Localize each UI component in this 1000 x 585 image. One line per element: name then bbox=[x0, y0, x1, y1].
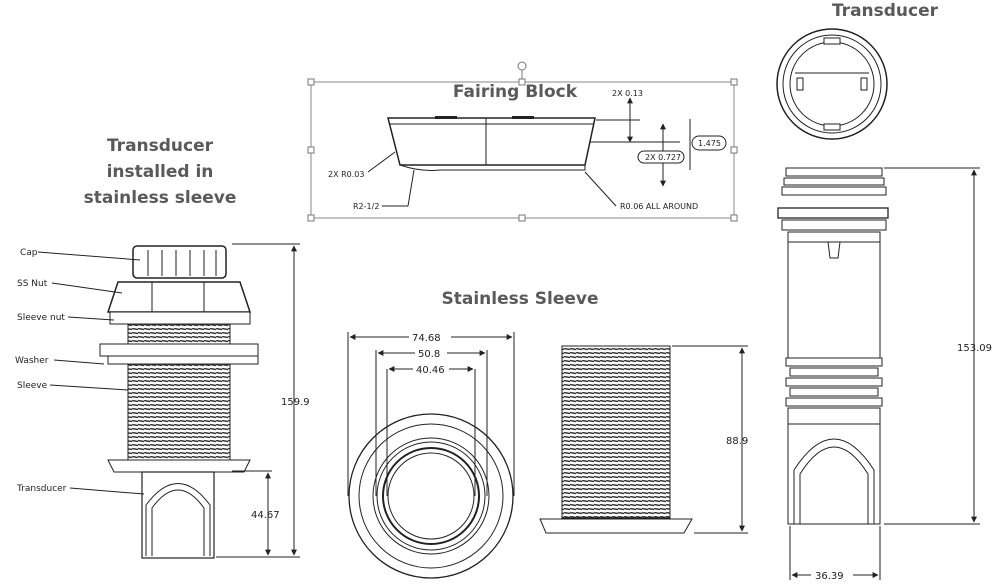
selection-handles bbox=[307, 78, 738, 222]
transducer-body bbox=[141, 471, 215, 559]
dim-2x-0727: 2X 0.727 bbox=[645, 153, 681, 162]
title-transducer-top: Transducer bbox=[831, 1, 939, 21]
rotate-handle bbox=[517, 61, 527, 71]
fairing-block-drawing: 2X 0.13 2X R0.03 2X 0.727 1.475 R2-1/2 R… bbox=[307, 61, 738, 222]
dim-2x-r003: 2X R0.03 bbox=[328, 170, 364, 179]
title-line-3: stainless sleeve bbox=[83, 188, 237, 208]
sleeve-thread bbox=[127, 363, 231, 461]
callout-sleeve-nut: Sleeve nut bbox=[17, 313, 65, 323]
dim-thread: 50.8 bbox=[418, 349, 440, 360]
callout-cap: Cap bbox=[20, 248, 38, 258]
fairing-block-shape bbox=[387, 117, 596, 166]
dim-transducer-length: 153.09 bbox=[957, 343, 992, 354]
dim-transducer: 44.67 bbox=[251, 510, 280, 521]
sleeve-flange bbox=[107, 459, 251, 473]
title-line-1: Transducer bbox=[106, 136, 214, 156]
dim-r006: R0.06 ALL AROUND bbox=[620, 202, 698, 211]
callout-washer: Washer bbox=[15, 356, 49, 366]
title-stainless-sleeve: Stainless Sleeve bbox=[441, 289, 599, 309]
callout-transducer: Transducer bbox=[16, 484, 67, 494]
title-fairing-block: Fairing Block bbox=[452, 82, 578, 102]
callout-ss-nut: SS Nut bbox=[17, 279, 48, 289]
assembly-drawing: Cap SS Nut Sleeve nut Washer Sleeve Tran… bbox=[15, 243, 310, 559]
dim-transducer-width: 36.39 bbox=[815, 571, 844, 582]
sleeve-side-view: 88.9 bbox=[539, 345, 748, 534]
dim-flange: 74.68 bbox=[412, 333, 441, 344]
cap bbox=[132, 245, 227, 279]
ss-nut bbox=[106, 281, 252, 313]
washer bbox=[99, 343, 259, 357]
title-transducer-installed: Transducer installed in stainless sleeve bbox=[70, 133, 250, 211]
title-line-2: installed in bbox=[106, 162, 214, 182]
dim-bore: 40.46 bbox=[416, 365, 445, 376]
dim-2x-013: 2X 0.13 bbox=[612, 89, 643, 98]
dim-sleeve-length: 88.9 bbox=[726, 436, 748, 447]
sleeve-side-thread bbox=[561, 345, 671, 519]
transducer-drawing: 153.09 36.39 bbox=[776, 28, 992, 582]
dim-r2-half: R2-1/2 bbox=[353, 202, 379, 211]
sleeve-top-view: 74.68 50.8 40.46 bbox=[347, 331, 515, 579]
callout-sleeve: Sleeve bbox=[17, 381, 48, 391]
dim-overall: 159.9 bbox=[281, 397, 310, 408]
sleeve-nut bbox=[109, 311, 251, 325]
dim-1475: 1.475 bbox=[698, 139, 721, 148]
